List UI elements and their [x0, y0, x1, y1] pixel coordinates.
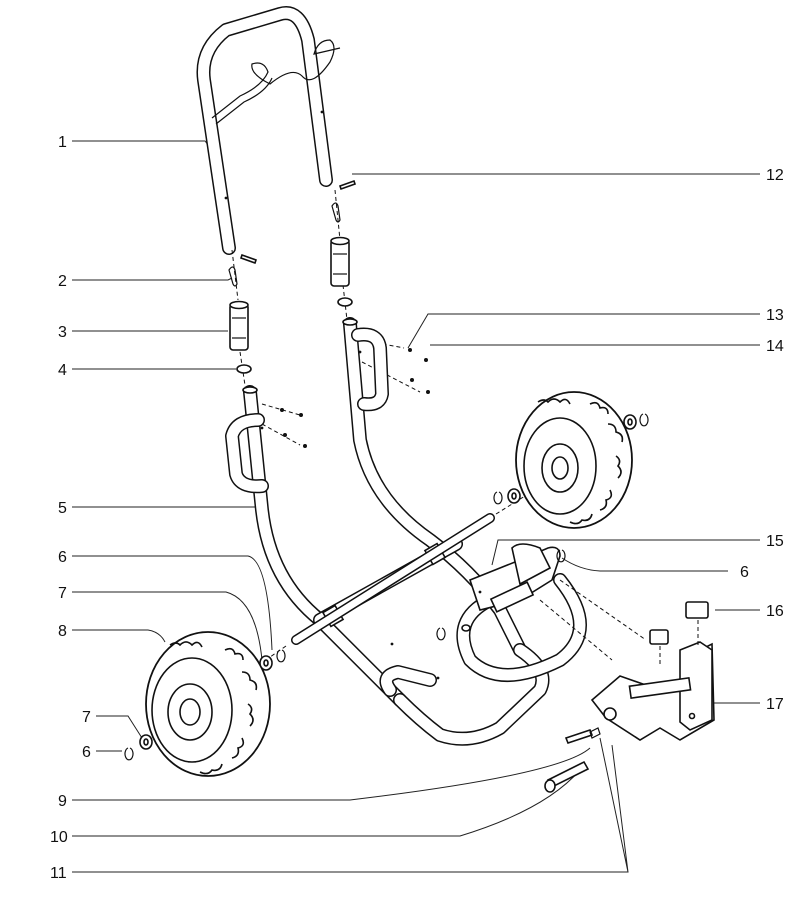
callout-6c: 6 — [740, 564, 749, 581]
callout-3: 3 — [58, 324, 67, 341]
pin-left — [239, 253, 258, 265]
clip-right — [331, 202, 341, 223]
callout-7a: 7 — [58, 585, 67, 602]
leader-8 — [72, 629, 166, 643]
sleeve-left — [229, 300, 249, 351]
callout-14: 14 — [766, 338, 784, 355]
callout-12: 12 — [766, 167, 784, 184]
callout-17: 17 — [766, 696, 784, 713]
mount-bracket-assembly — [539, 579, 715, 793]
hose-reel-bracket — [456, 543, 587, 682]
leader-10 — [72, 769, 581, 837]
callout-6a: 6 — [58, 549, 67, 566]
washers-and-clips — [124, 413, 649, 761]
leader-1 — [72, 140, 213, 151]
callout-1: 1 — [58, 134, 67, 151]
callout-5: 5 — [58, 500, 67, 517]
leader-2 — [72, 277, 233, 281]
leader-15 — [491, 539, 760, 566]
ring-right — [337, 297, 353, 307]
tube-connectors — [228, 179, 357, 393]
callout-9: 9 — [58, 793, 67, 810]
cap-left — [649, 629, 669, 645]
callout-6b: 6 — [82, 744, 91, 761]
clip-left — [228, 266, 238, 287]
callout-10: 10 — [50, 829, 68, 846]
callout-7b: 7 — [82, 709, 91, 726]
pin-right — [338, 179, 357, 191]
pin-9 — [564, 729, 594, 744]
callout-15: 15 — [766, 533, 784, 550]
leader-11 — [72, 737, 629, 873]
wheel-right — [515, 391, 633, 529]
leader-9 — [72, 747, 591, 801]
leader-6c — [561, 557, 728, 572]
callout-numbers: 1 2 3 4 5 6 7 8 7 6 9 10 11 12 13 14 15 … — [50, 134, 784, 882]
leader-13 — [407, 313, 760, 349]
callout-16: 16 — [766, 603, 784, 620]
leader-7a — [72, 591, 263, 661]
screws — [261, 339, 430, 448]
leader-6a — [72, 555, 273, 651]
sleeve-right — [330, 236, 350, 287]
cap-right — [685, 601, 709, 619]
callout-13: 13 — [766, 307, 784, 324]
callout-4: 4 — [58, 362, 67, 379]
ring-left — [236, 364, 252, 374]
leader-lines — [72, 140, 760, 873]
callout-8: 8 — [58, 623, 67, 640]
wheel-left — [145, 631, 271, 777]
upper-handle — [196, 6, 341, 255]
leader-7b — [96, 715, 143, 739]
callout-11: 11 — [50, 865, 67, 882]
callout-2: 2 — [58, 273, 67, 290]
